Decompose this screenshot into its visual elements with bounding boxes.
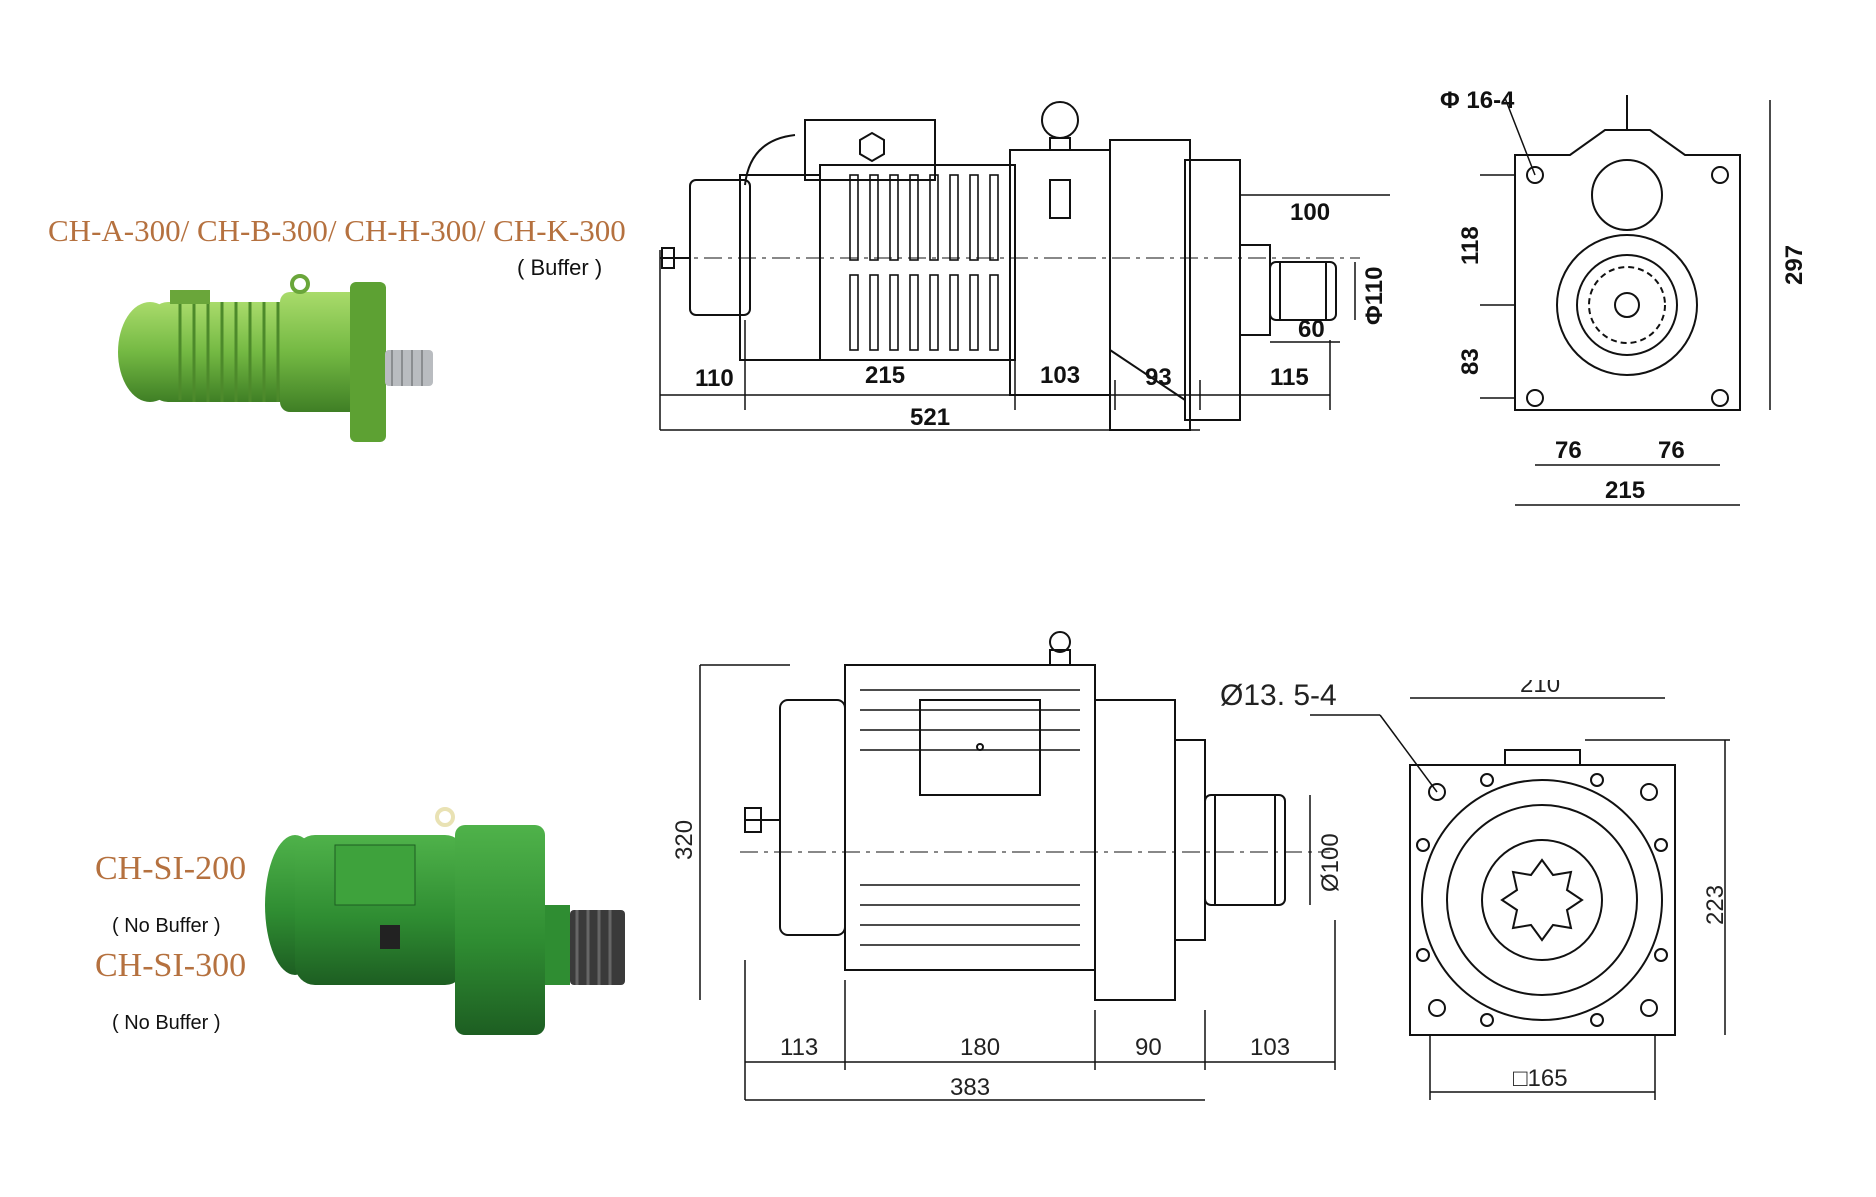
- bottom-model-1: CH-SI-200: [95, 850, 247, 887]
- bottom-motor-photo: [265, 807, 625, 1035]
- bottom-overall-height: 320: [671, 820, 698, 860]
- bottom-shaft-diameter: Ø100: [1317, 833, 1344, 892]
- bottom-note-2: ( No Buffer ): [112, 1012, 221, 1034]
- top-shaft-offset: 100: [1290, 199, 1330, 226]
- bottom-dim-1: 113: [780, 1034, 818, 1061]
- bottom-top-width: 210: [1520, 680, 1560, 698]
- top-dim-4: 93: [1145, 364, 1172, 391]
- top-panel: CH-A-300/ CH-B-300/ CH-H-300/ CH-K-300 (…: [0, 0, 1876, 560]
- top-upper-height: 118: [1457, 226, 1484, 265]
- bottom-side-view-drawing: 320 113 180 90 103 383 Ø100: [671, 631, 1344, 1101]
- top-dim-1: 110: [695, 365, 734, 392]
- top-shaft-diameter: Φ110: [1361, 267, 1388, 325]
- top-bolt-left: 76: [1555, 437, 1582, 464]
- top-side-view-drawing: 110 215 103 93 115 521 100 60 Φ110: [659, 101, 1390, 431]
- bottom-dim-2: 180: [960, 1034, 1000, 1061]
- top-dim-2: 215: [865, 362, 905, 389]
- top-base-width: 215: [1605, 477, 1645, 504]
- bottom-right-height: 223: [1702, 885, 1729, 925]
- bottom-panel: CH-SI-200 ( No Buffer ) CH-SI-300 ( No B…: [0, 580, 1876, 1197]
- top-bolt-right: 76: [1658, 437, 1685, 464]
- bottom-end-view-drawing: Ø13. 5-4 210 223 □165: [1220, 680, 1730, 1100]
- top-model-title: CH-A-300/ CH-B-300/ CH-H-300/ CH-K-300: [48, 213, 626, 248]
- top-buffer-note: ( Buffer ): [517, 255, 603, 280]
- top-motor-photo: [118, 274, 433, 442]
- bottom-dim-4: 103: [1250, 1034, 1290, 1061]
- bottom-model-2: CH-SI-300: [95, 947, 247, 984]
- top-dim-5: 115: [1270, 364, 1309, 391]
- bottom-total-length: 383: [950, 1074, 990, 1101]
- top-shaft-length: 60: [1298, 316, 1325, 343]
- bottom-hole-spec: Ø13. 5-4: [1220, 680, 1337, 712]
- top-end-view-drawing: Φ 16-4 118 83 297 76 76 215: [1440, 87, 1808, 506]
- bottom-note-1: ( No Buffer ): [112, 915, 221, 937]
- top-overall-height: 297: [1781, 245, 1808, 285]
- top-lower-height: 83: [1457, 348, 1484, 375]
- bottom-square-base: □165: [1513, 1065, 1568, 1092]
- bottom-dim-3: 90: [1135, 1034, 1162, 1061]
- top-total-length: 521: [910, 404, 950, 431]
- top-dim-3: 103: [1040, 362, 1080, 389]
- top-hole-spec: Φ 16-4: [1440, 87, 1515, 114]
